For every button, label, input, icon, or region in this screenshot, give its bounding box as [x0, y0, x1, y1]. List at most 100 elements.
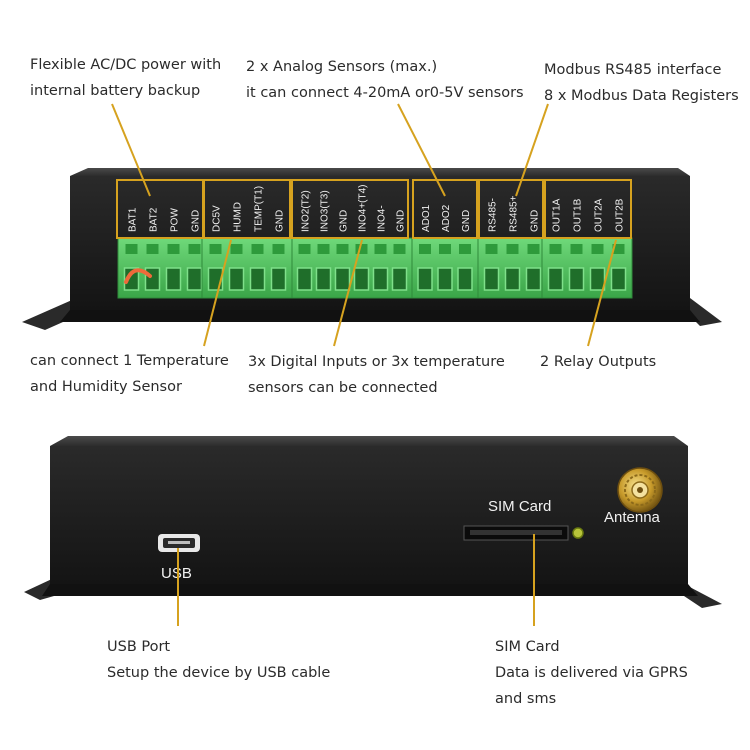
terminal-slot	[391, 267, 408, 291]
terminal-label: GND	[530, 210, 541, 232]
caption-sim-line1: SIM Card	[495, 639, 560, 655]
terminal-slot	[525, 267, 542, 291]
caption-temp-line1: can connect 1 Temperature	[30, 353, 229, 369]
caption-digital-line1: 3x Digital Inputs or 3x temperature	[248, 354, 505, 370]
terminal-slot	[457, 267, 473, 291]
right-flange	[690, 298, 722, 326]
terminal-screw	[125, 244, 138, 254]
caption-sim-line2: Data is delivered via GPRS	[495, 665, 688, 681]
terminal-label: INO3(T3)	[320, 190, 331, 232]
terminal-label: GND	[396, 210, 407, 232]
caption-sim-line3: and sms	[495, 691, 557, 707]
terminal-slot	[417, 267, 433, 291]
terminal-slot	[296, 267, 313, 291]
antenna-label: Antenna	[604, 509, 661, 526]
terminal-screw	[317, 244, 330, 254]
terminal-label: HUMD	[233, 202, 244, 232]
terminal-label: GND	[339, 210, 350, 232]
caption-sim: SIM Card Data is delivered via GPRS and …	[495, 634, 688, 712]
terminal-label: TEMP(T1)	[254, 186, 265, 232]
terminal-slot	[123, 267, 140, 291]
terminal-label: OUT2B	[615, 198, 626, 232]
caption-usb-line1: USB Port	[107, 639, 171, 655]
terminal-screw	[272, 244, 285, 254]
terminal-label: INO4+(T4)	[358, 184, 369, 232]
caption-power: Flexible AC/DC power with internal batte…	[30, 52, 221, 104]
caption-modbus-line2: 8 x Modbus Data Registers	[544, 88, 739, 104]
sim-slot-icon	[463, 525, 584, 541]
terminal-screw	[355, 244, 368, 254]
terminal-slot	[315, 267, 332, 291]
callout-line-analog	[397, 103, 446, 197]
terminal-screw	[188, 244, 201, 254]
callout-line-temp-humidity	[203, 239, 232, 347]
terminal-blocks	[117, 237, 633, 299]
terminal-label: POW	[170, 208, 181, 232]
back-base	[42, 584, 698, 596]
terminal-slot	[249, 267, 266, 291]
terminal-label: OUT1A	[552, 198, 563, 232]
caption-relay: 2 Relay Outputs	[540, 349, 656, 375]
caption-digital: 3x Digital Inputs or 3x temperature sens…	[248, 349, 505, 401]
terminal-screw	[251, 244, 264, 254]
terminal-label: RS485-	[488, 198, 499, 232]
terminal-screw	[146, 244, 159, 254]
callout-line-relay	[587, 239, 617, 347]
terminal-slot	[589, 267, 606, 291]
terminal-screw	[506, 244, 519, 254]
terminal-slot	[504, 267, 521, 291]
terminal-screw	[230, 244, 243, 254]
base	[60, 310, 700, 322]
terminal-slot	[165, 267, 182, 291]
caption-usb-line2: Setup the device by USB cable	[107, 665, 331, 681]
terminal-screw	[209, 244, 222, 254]
caption-temp-line2: and Humidity Sensor	[30, 379, 182, 395]
caption-relay-line1: 2 Relay Outputs	[540, 354, 657, 370]
terminal-slot	[483, 267, 500, 291]
caption-usb: USB Port Setup the device by USB cable	[107, 634, 330, 686]
back-top-lid	[50, 436, 688, 446]
terminal-label: BAT1	[128, 207, 139, 232]
caption-modbus: Modbus RS485 interface 8 x Modbus Data R…	[544, 57, 739, 109]
terminal-slot	[270, 267, 287, 291]
terminal-slot	[228, 267, 245, 291]
label-box-sensor-group	[203, 179, 291, 239]
terminal-screw	[167, 244, 180, 254]
usb-port-icon	[158, 534, 200, 552]
label-box-analog-group	[412, 179, 478, 239]
sim-card-label: SIM Card	[488, 498, 551, 515]
terminal-label: INO2(T2)	[301, 190, 312, 232]
callout-lines	[111, 103, 617, 626]
terminal-slot	[353, 267, 370, 291]
terminal-screw	[419, 244, 431, 254]
terminal-slot	[610, 267, 627, 291]
terminal-screw	[549, 244, 562, 254]
terminal-screw	[459, 244, 471, 254]
terminal-screw	[374, 244, 387, 254]
back-face	[50, 446, 688, 584]
terminal-slot	[144, 267, 161, 291]
terminal-label: RS485+	[509, 195, 520, 232]
callout-line-power	[111, 103, 151, 197]
terminal-label: OUT1B	[573, 198, 584, 232]
battery-jumper-wire	[124, 268, 152, 284]
terminal-label: ADO2	[441, 204, 452, 232]
label-box-digital-group	[291, 179, 409, 239]
terminal-slot	[186, 267, 203, 291]
terminal-screw	[485, 244, 498, 254]
caption-modbus-line1: Modbus RS485 interface	[544, 62, 722, 78]
antenna-connector-icon	[617, 467, 663, 513]
caption-power-line2: internal battery backup	[30, 83, 201, 99]
terminal-label: GND	[191, 210, 202, 232]
terminal-slot	[334, 267, 351, 291]
caption-digital-line2: sensors can be connected	[248, 380, 438, 396]
callout-line-modbus	[515, 103, 549, 197]
terminal-screw	[612, 244, 625, 254]
callout-line-digital	[333, 239, 363, 347]
terminal-screw	[298, 244, 311, 254]
terminal-screw	[570, 244, 583, 254]
terminal-slot	[372, 267, 389, 291]
